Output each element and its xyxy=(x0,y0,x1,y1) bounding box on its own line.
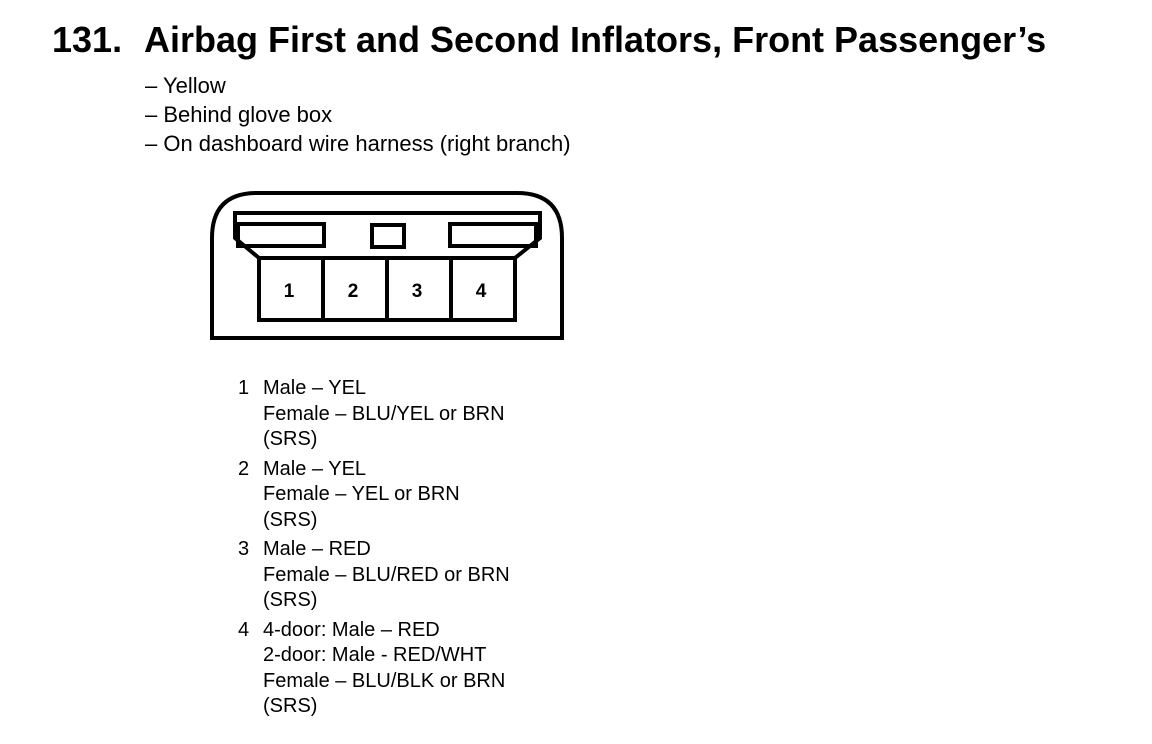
cavity-2-label: 2 xyxy=(348,281,359,302)
pin-entry-4: 4 4-door: Male – RED 2-door: Male - RED/… xyxy=(238,618,510,720)
pin-circuit-line: (SRS) xyxy=(263,508,318,531)
pin-wire-line: Female – BLU/BLK or BRN xyxy=(263,669,506,692)
pin-number: 2 xyxy=(238,457,250,480)
pin-wire-line: Male – YEL xyxy=(263,457,367,480)
connector-specs: – Yellow – Behind glove box – On dashboa… xyxy=(145,71,571,158)
pin-wire-line: Female – BLU/YEL or BRN xyxy=(263,402,505,425)
pin-wire-line: 4-door: Male – RED xyxy=(263,618,440,641)
pin-circuit-line: (SRS) xyxy=(263,695,318,717)
pin-circuit-line: (SRS) xyxy=(263,589,318,611)
pin-number: 3 xyxy=(238,538,250,560)
center-lock-tab xyxy=(370,223,406,249)
right-lock-slot xyxy=(448,222,538,248)
page-title: 131. Airbag First and Second Inflators, F… xyxy=(52,20,1046,60)
pin-circuit-line: (SRS) xyxy=(263,428,318,450)
pin-number: 1 xyxy=(238,377,250,399)
pin-entry-1: 1 Male – YEL Female – BLU/YEL or BRN (SR… xyxy=(238,376,510,453)
pin-wire-line: 2-door: Male - RED/WHT xyxy=(263,644,487,666)
pin-assignment-list: 1 Male – YEL Female – BLU/YEL or BRN (SR… xyxy=(238,376,510,724)
pin-entry-2: 2 Male – YEL Female – YEL or BRN (SRS) xyxy=(238,457,510,534)
spec-harness: – On dashboard wire harness (right branc… xyxy=(145,131,571,156)
section-title: Airbag First and Second Inflators, Front… xyxy=(144,19,1047,60)
spec-location: – Behind glove box xyxy=(145,102,333,127)
section-number: 131. xyxy=(52,19,123,60)
pin-wire-line: Male – YEL xyxy=(263,377,367,399)
pin-entry-3: 3 Male – RED Female – BLU/RED or BRN (SR… xyxy=(238,537,510,614)
cavity-3-label: 3 xyxy=(412,281,423,302)
cavity-1-label: 1 xyxy=(284,281,295,302)
spec-color: – Yellow xyxy=(145,73,226,98)
left-lock-slot xyxy=(236,222,326,248)
pin-wire-line: Female – YEL or BRN xyxy=(263,483,460,505)
pin-wire-line: Female – BLU/RED or BRN xyxy=(263,563,510,586)
pin-number: 4 xyxy=(238,618,250,641)
pin-wire-line: Male – RED xyxy=(263,538,371,560)
connector-housing xyxy=(210,191,564,340)
cavity-4-label: 4 xyxy=(476,281,487,302)
